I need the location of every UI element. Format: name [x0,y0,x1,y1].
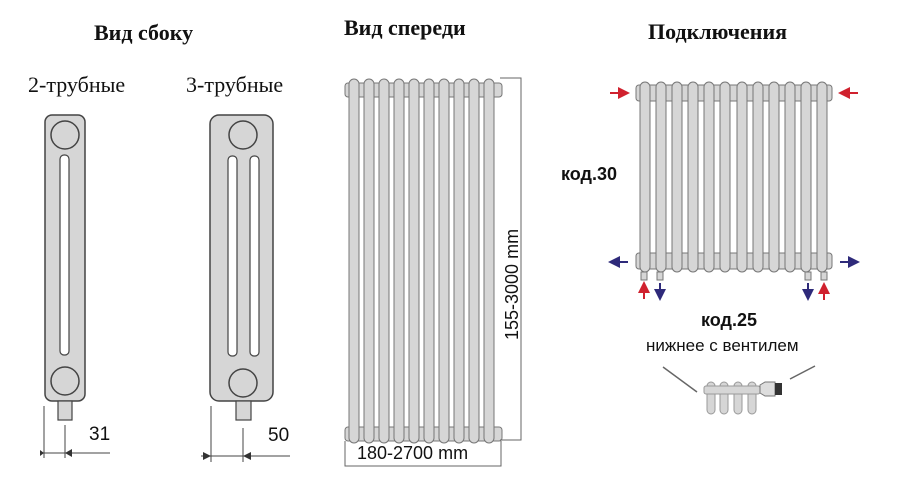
two-tube-label: 2-трубные [28,72,126,97]
connections-title: Подключения [648,19,788,44]
two-tube-section-icon [40,114,110,458]
three-tube-label: 3-трубные [186,72,284,97]
three-tube-depth-label: 50 [268,425,290,446]
width-range-label: 180-2700 mm [357,443,469,463]
flow-arrows-icon [608,87,860,301]
code-25-description: нижнее с вентилем [646,336,799,355]
code-25-label: код.25 [701,310,757,330]
side-view-title: Вид сбоку [94,20,194,45]
height-range-label: 155-3000 mm [502,228,522,340]
front-view-radiator-icon [344,77,522,467]
three-tube-section-icon [201,114,290,462]
valve-detail-icon [662,365,816,415]
two-tube-depth-label: 31 [89,424,111,445]
code-30-label: код.30 [561,164,617,184]
front-view-title: Вид спереди [344,15,466,40]
connections-radiator-icon [635,81,833,281]
